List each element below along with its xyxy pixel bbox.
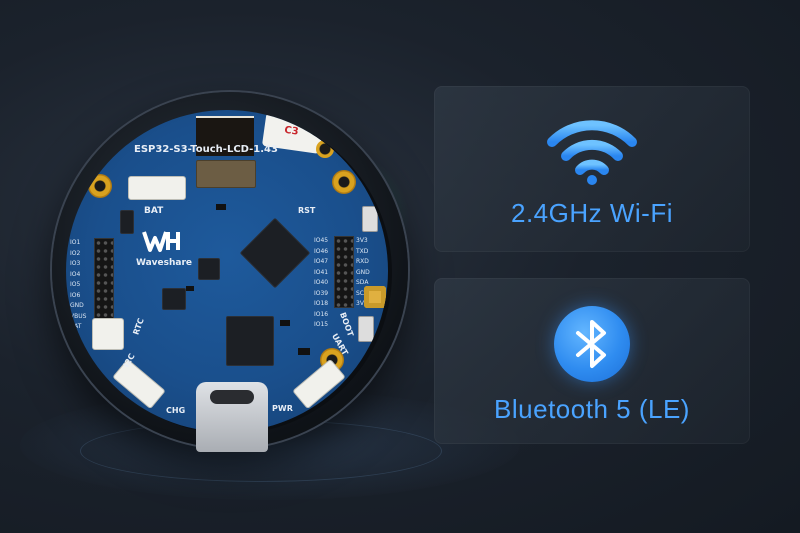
pin-label: IO5 [70, 281, 81, 288]
ribbon-latch [196, 160, 256, 188]
pin-label: 3V3 [356, 300, 368, 307]
reset-button [362, 206, 378, 232]
pin-label: SDA [356, 279, 369, 286]
boot-marking: BOOT [338, 311, 356, 338]
right-pin-labels: 3V3 TXD RXD GND SDA SCL 3V3 [356, 236, 370, 310]
chg-marking: CHG [166, 406, 186, 415]
mounting-pad-left [88, 174, 112, 198]
right-pin-header [334, 236, 354, 308]
wifi-feature-label: 2.4GHz Wi-Fi [511, 198, 673, 228]
battery-connector [128, 176, 186, 200]
pin-label: RXD [356, 258, 369, 265]
rtc-marking: RTC [131, 316, 146, 337]
pin-label: IO46 [314, 247, 329, 255]
bat-marking: BAT [144, 206, 164, 216]
pin-label: IO4 [70, 270, 81, 278]
wifi-icon [546, 114, 638, 186]
small-component [120, 210, 134, 234]
pin-label: IO41 [314, 268, 329, 276]
board-title-text: ESP32-S3-Touch-LCD-1.43 [134, 144, 278, 155]
pin-label: GND [356, 268, 370, 276]
pin-label: DN [70, 333, 80, 341]
pin-label: IO45 [314, 237, 329, 244]
left-pin-labels: IO1 IO2 IO3 IO4 IO5 IO6 GND VBUS BAT DN … [70, 238, 86, 354]
boot-button [358, 316, 374, 342]
pin-label: IO18 [314, 300, 329, 307]
pin-label: BAT [70, 323, 82, 330]
waveshare-logo [142, 228, 182, 254]
mounting-pad-right [332, 170, 356, 194]
esp32-s3-chip [239, 217, 311, 289]
bluetooth-icon [554, 306, 630, 382]
antenna-connector [364, 286, 386, 308]
brand-text: Waveshare [136, 258, 193, 268]
pin-label: TXD [356, 247, 369, 255]
pin-label: SCL [356, 289, 368, 297]
bluetooth-feature-label: Bluetooth 5 (LE) [494, 394, 690, 424]
wifi-feature-panel: 2.4GHz Wi-Fi [434, 86, 750, 252]
pin-label: IO16 [314, 310, 329, 318]
rst-marking: RST [298, 206, 316, 215]
mid-pin-labels: IO45 IO46 IO47 IO41 IO40 IO39 IO18 IO16 … [314, 236, 328, 331]
smd-component [280, 320, 290, 326]
usb-c-port [196, 382, 268, 452]
pin-label: IO47 [314, 258, 329, 265]
smd-component [186, 286, 194, 291]
smd-component [298, 348, 310, 355]
c3-text: C3 [283, 124, 300, 138]
pin-label: VBUS [70, 312, 87, 320]
smd-component [216, 204, 226, 210]
display-ribbon-connector [196, 116, 254, 156]
pin-label: 3V3 [356, 237, 368, 244]
pin-label: IO39 [314, 289, 329, 297]
pin-label: IO1 [70, 239, 81, 246]
usb-c-slot [210, 390, 254, 404]
left-pin-header [94, 238, 114, 326]
pin-label: IO15 [314, 321, 329, 328]
imu-chip [198, 258, 220, 280]
pin-label: DP [70, 344, 79, 351]
mounting-pad-top-right [316, 140, 334, 158]
rtc-battery-connector [92, 318, 124, 350]
pin-label: IO2 [70, 249, 81, 257]
circuit-board: C3 ESP32-S3-Touch-LCD-1.43 BAT Waveshare… [66, 110, 388, 432]
pwr-marking: PWR [272, 404, 293, 413]
bluetooth-feature-panel: Bluetooth 5 (LE) [434, 278, 750, 444]
rtc-chip [162, 288, 186, 310]
flash-chip [226, 316, 274, 366]
pin-label: IO3 [70, 260, 81, 267]
pin-label: GND [70, 302, 84, 309]
pin-label: IO40 [314, 279, 329, 286]
pin-label: IO6 [70, 291, 81, 299]
